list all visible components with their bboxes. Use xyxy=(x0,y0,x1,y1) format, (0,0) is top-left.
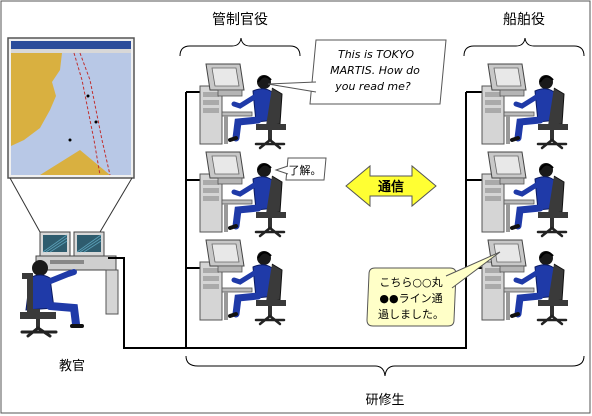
english-call-line-2: MARTIS. How do xyxy=(330,64,420,77)
ship-reply-line-1: こちら○○丸 xyxy=(379,276,442,289)
communication-label: 通信 xyxy=(378,179,404,195)
radar-map-screen xyxy=(7,37,135,179)
trainees-brace xyxy=(185,355,585,377)
ship-reply-bubble xyxy=(366,267,457,327)
ack-text: 了解。 xyxy=(289,163,322,177)
instructor-label: 教官 xyxy=(59,358,85,374)
controller-role-label: 管制官役 xyxy=(212,12,268,28)
instructor-workstation xyxy=(20,232,118,336)
ship-reply-line-2: ●●ライン通 xyxy=(379,292,442,305)
zoom-lines xyxy=(9,177,133,233)
communication-arrow xyxy=(345,164,437,208)
network-cabling xyxy=(108,91,482,349)
controller-workstations xyxy=(200,64,286,324)
ship-group-brace xyxy=(463,37,585,57)
ship-workstations xyxy=(482,64,568,324)
trainees-label: 研修生 xyxy=(365,393,404,408)
controller-group-brace xyxy=(179,37,301,57)
english-call-line-1: This is TOKYO xyxy=(338,48,414,61)
english-call-line-3: you read me? xyxy=(334,80,411,93)
ship-reply-line-3: 過しました。 xyxy=(378,308,444,321)
ship-role-label: 船舶役 xyxy=(503,12,545,28)
